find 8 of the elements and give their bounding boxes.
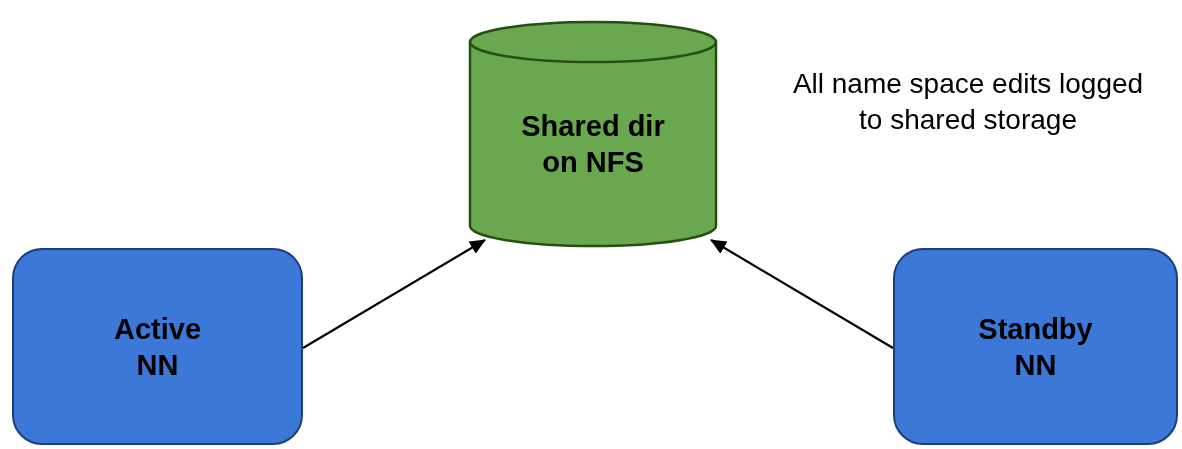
process-box <box>12 248 303 445</box>
process-box <box>893 248 1178 445</box>
arrow <box>710 239 894 349</box>
arrow <box>302 239 486 349</box>
node-label: Standby NN <box>977 311 1094 383</box>
annotation-note: All name space edits logged to shared storage <box>791 67 1145 137</box>
node-label: Active NN <box>112 311 202 383</box>
node-label: Shared dir on NFS <box>520 109 666 180</box>
